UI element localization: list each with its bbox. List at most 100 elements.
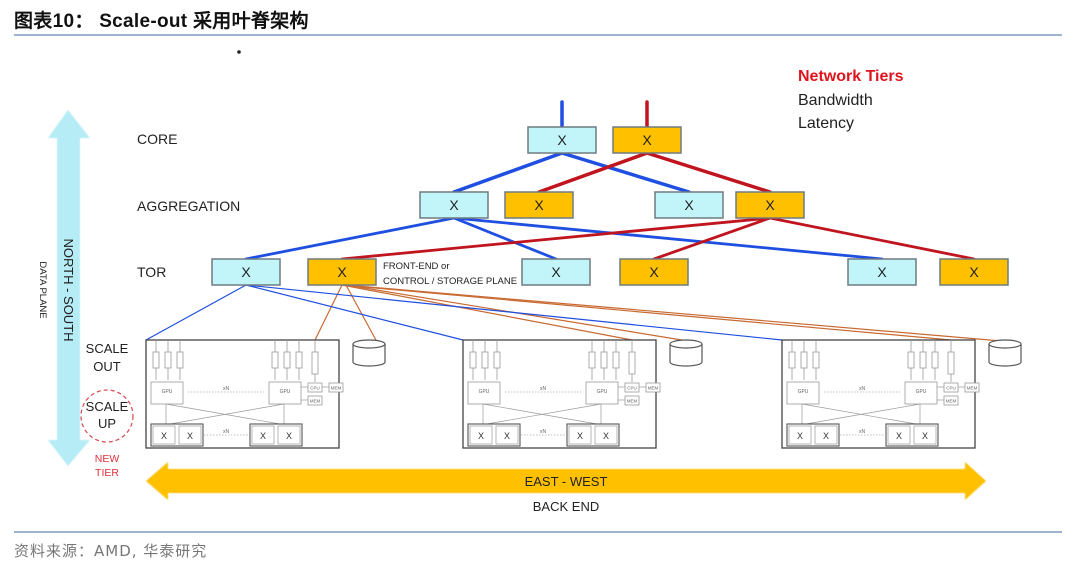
xn-label: xN [223,429,230,435]
nic-icon [469,351,477,369]
switch-label: X [551,264,561,280]
nic-icon [283,351,291,369]
data-plane-label: DATA PLANE [37,261,48,318]
front-end-label-2: CONTROL / STORAGE PLANE [383,276,517,287]
mem-box-label: MEM [627,399,638,404]
link-core-agg-blue [452,151,564,194]
scale-up-switch [251,425,275,445]
legend-item-bandwidth: Bandwidth [798,92,873,109]
switch-agg-red-1: X [504,191,574,219]
nic-icon [931,351,939,369]
storage-body [988,344,1022,367]
gpu-label: GPU [916,389,927,395]
xn-label: xN [223,386,230,392]
storage-icon [352,339,386,367]
xn-label: xN [540,429,547,435]
nic-icon [628,351,636,375]
tier-label-tor: TOR [137,264,166,280]
storage-top [669,339,703,349]
east-west-label: EAST - WEST [525,474,608,489]
switch-label: X [642,132,652,148]
nic-icon [612,351,620,369]
storage-body [352,344,386,367]
scale-up-link [482,403,598,425]
switch-box [504,191,574,219]
nic-icon [481,351,489,369]
link-agg-tor-red [340,216,772,261]
gpu-box [585,381,619,405]
nic-icon [919,351,927,369]
switch-box [735,191,805,219]
nic-icon [311,351,319,375]
mem-box [307,395,323,406]
legend-item-latency: Latency [798,115,854,132]
scale-up-switch [887,425,911,445]
storage-body [669,344,703,367]
cpu-box [307,382,323,393]
scale-up-switch [788,425,812,445]
scale-up-switch-label: X [797,431,803,441]
mem-box [645,382,661,393]
scale-up-switch-label: X [260,431,266,441]
switch-label: X [684,197,694,213]
mem-box-label: MEM [648,386,659,391]
scale-up-switch-label: X [161,431,167,441]
xn-label: xN [859,429,866,435]
switch-tor-blue-2: X [521,258,591,286]
scale-up-link [169,403,285,425]
tier-label-scale-up-1: SCALE [86,399,129,414]
mem-box [964,382,980,393]
nic-icon [176,351,184,369]
switch-box [211,258,281,286]
mem-box-label: MEM [946,399,957,404]
east-west-arrow-shape [146,462,986,500]
nic-icon [800,351,808,369]
scale-up-switch-label: X [504,431,510,441]
north-south-arrow: NORTH - SOUTH DATA PLANE [37,110,90,466]
switch-label: X [765,197,775,213]
nic-icon [600,351,608,369]
figure-title: 图表10： Scale-out 采用叶脊架构 [14,11,309,32]
nic-icon [271,351,279,369]
front-end-label-1: FRONT-END or [383,261,450,272]
link-tor-server-blue [245,284,783,341]
nic-icon [947,351,955,375]
scale-up-highlight-circle [80,389,134,443]
gpu-box [904,381,938,405]
switch-tor-blue-1: X [211,258,281,286]
scale-up-link [805,403,921,425]
back-end-label: BACK END [533,499,599,514]
tier-label-scale-up-2: UP [98,416,116,431]
switch-label: X [557,132,567,148]
gpu-label: GPU [798,389,809,395]
link-agg-tor-blue [452,216,884,261]
cpu-box [943,382,959,393]
new-tier-label-2: TIER [95,467,119,479]
xn-label: xN [540,386,547,392]
dot-mark [237,50,241,54]
source-note: 资料来源：AMD, 华泰研究 [14,542,208,560]
mem-box-label: MEM [967,386,978,391]
switch-agg-red-2: X [735,191,805,219]
scale-up-link [801,403,917,425]
switch-label: X [877,264,887,280]
switch-box [847,258,917,286]
switch-agg-blue-2: X [654,191,724,219]
link-tor-server-blue [245,284,464,341]
nic-icon [493,351,501,369]
switch-box [419,191,489,219]
link-core-agg-blue [560,151,691,194]
link-tor-server-orange [341,284,633,341]
scale-up-switch-label: X [478,431,484,441]
mem-box-label: MEM [331,386,342,391]
cpu-box-label: CPU [627,386,637,391]
link-tor-server-blue [145,284,247,341]
scale-up-switch [913,425,937,445]
scale-up-switch [469,425,493,445]
network-links [145,100,1014,343]
